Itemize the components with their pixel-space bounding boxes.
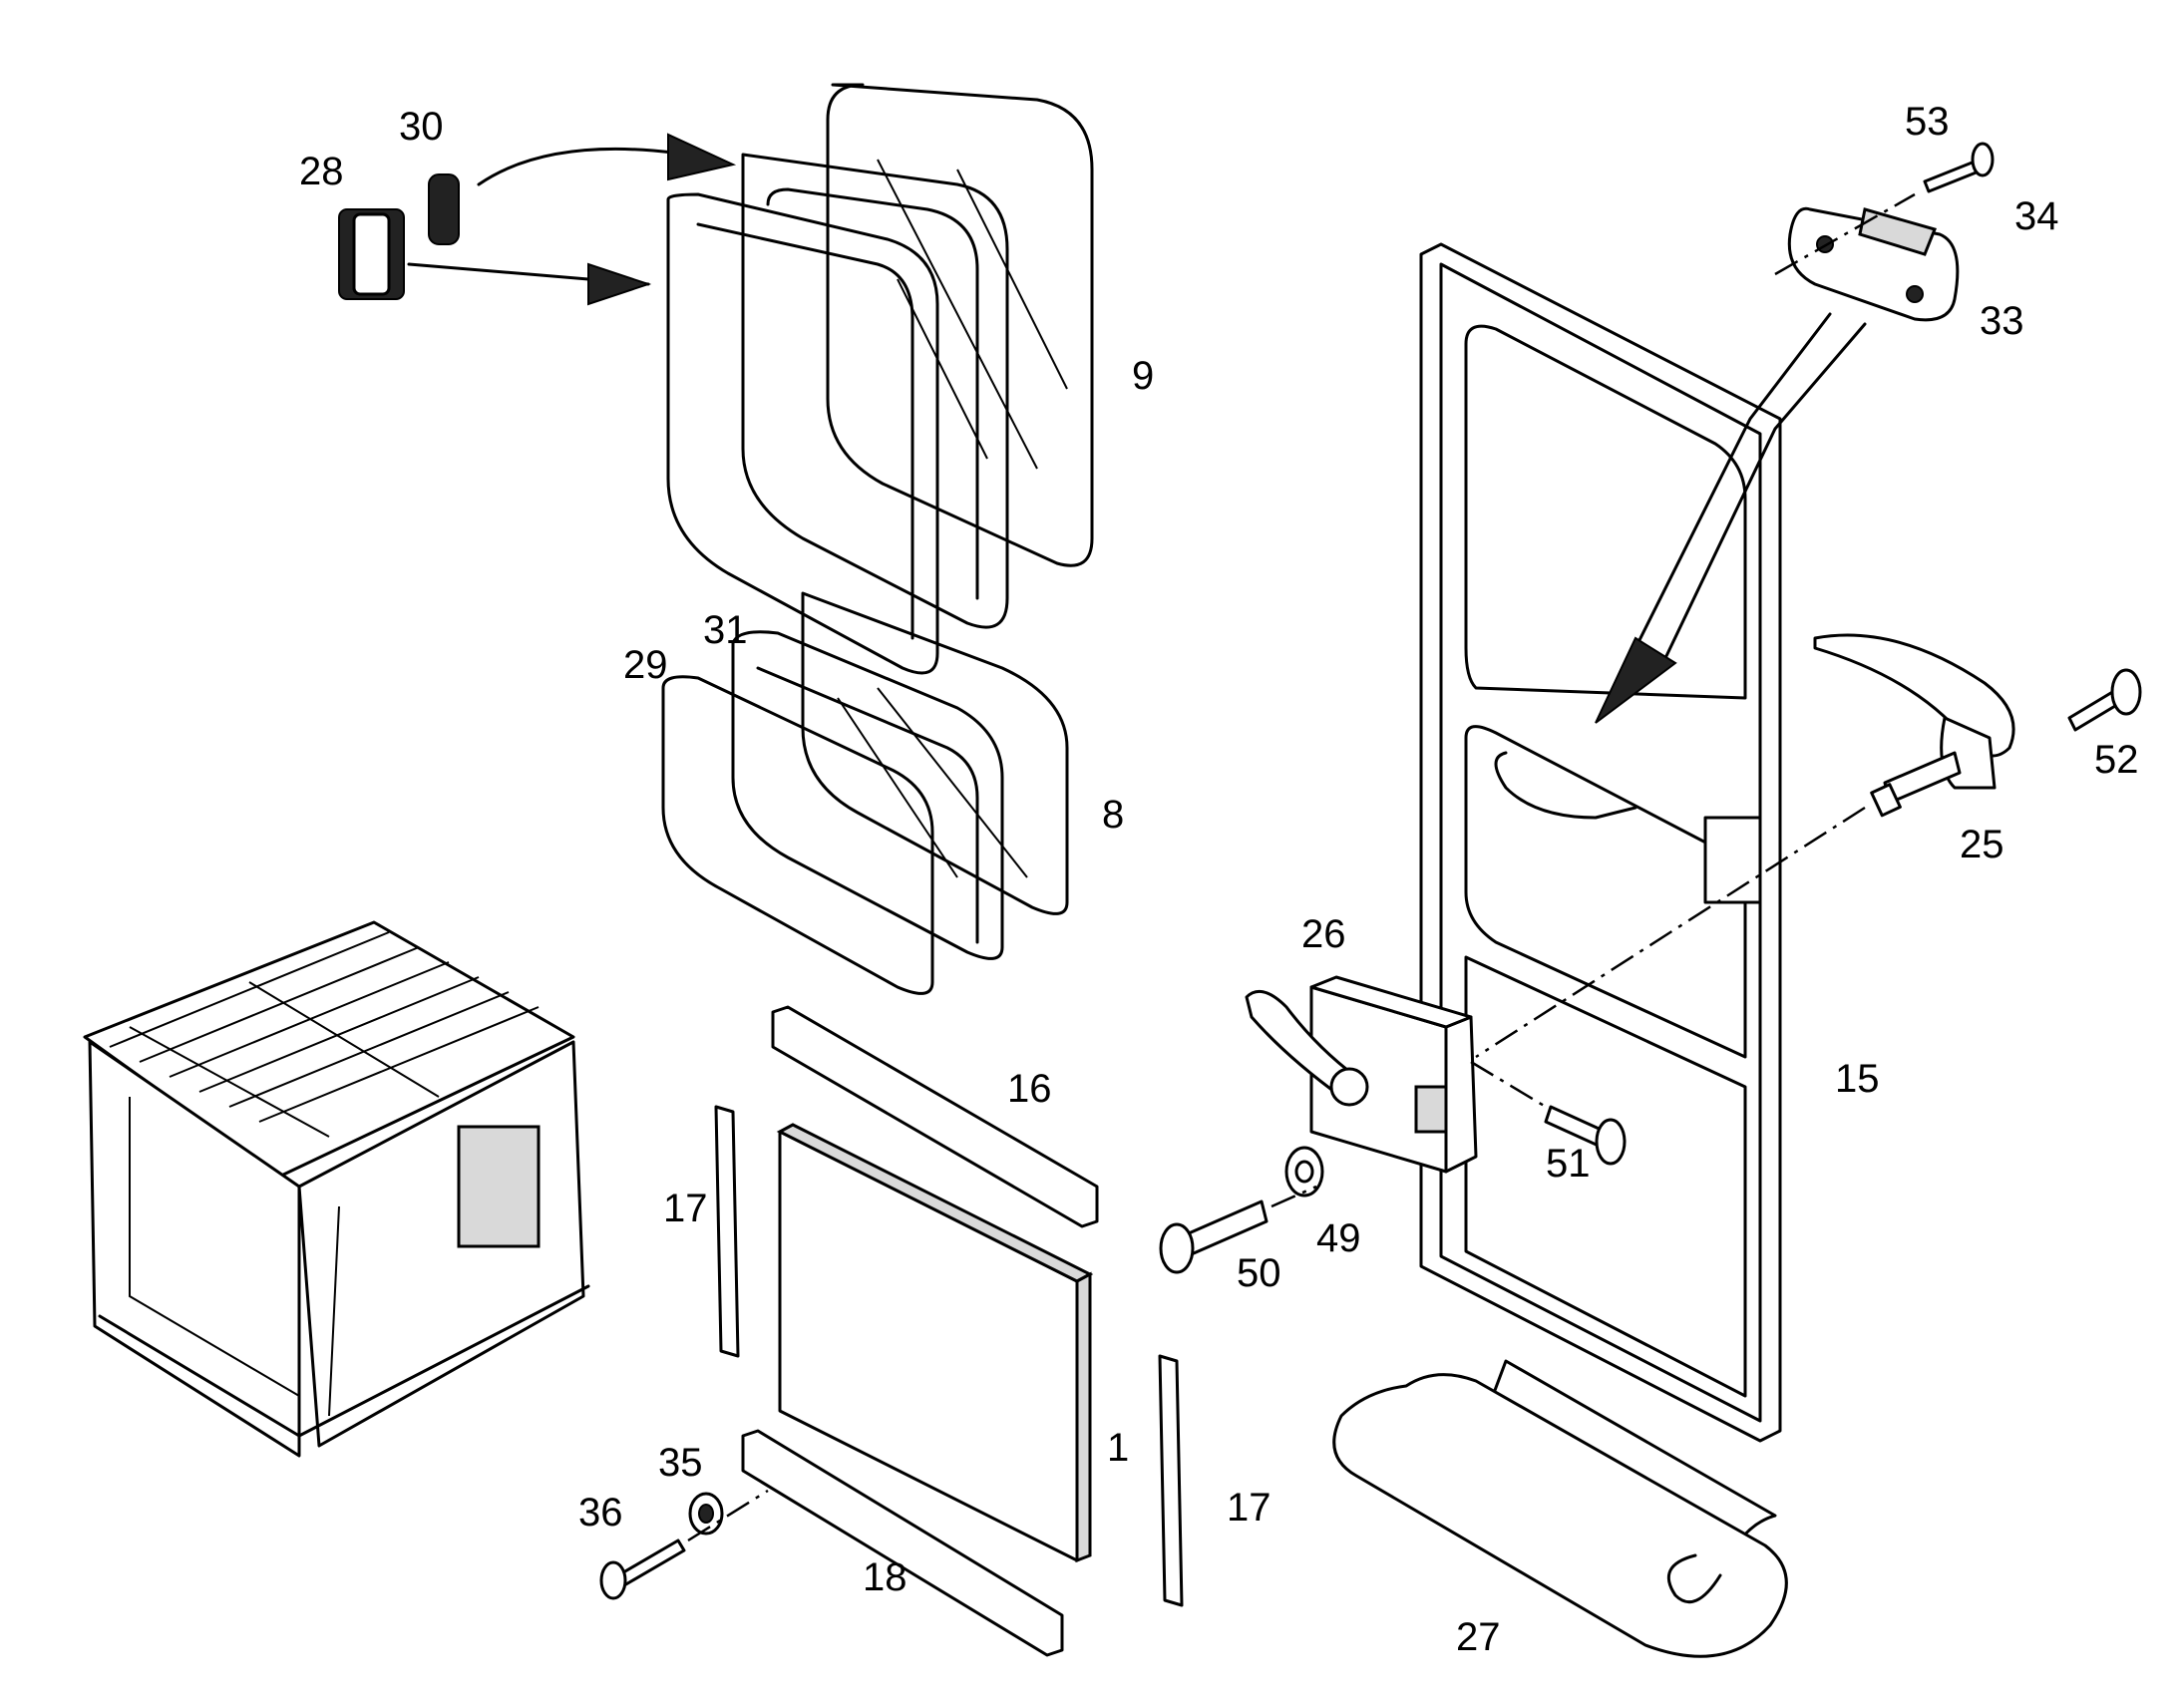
callout-p17b: 17	[1227, 1486, 1272, 1530]
screw-part-36	[599, 1489, 769, 1600]
callout-p9: 9	[1132, 354, 1154, 398]
screw-part-52	[2067, 668, 2142, 732]
callout-p51: 51	[1546, 1142, 1591, 1186]
callout-p50: 50	[1237, 1251, 1281, 1295]
callout-p1: 1	[1107, 1426, 1129, 1470]
callout-labels: 1891516171718252627282930313334353649505…	[299, 100, 2139, 1659]
upper-seal-frame-outer	[741, 153, 1009, 629]
callout-p28: 28	[299, 150, 344, 193]
lower-glass-pane-part-8	[801, 591, 1069, 915]
callout-p15: 15	[1835, 1057, 1880, 1101]
outer-handle-part-25	[1813, 633, 2015, 818]
callout-p53: 53	[1905, 100, 1950, 144]
lock-assembly-part-26	[1245, 975, 1478, 1174]
lower-seal-frame-inner-part-29	[661, 675, 934, 995]
seal-strip-part-30	[428, 133, 737, 245]
callout-p33: 33	[1980, 299, 2024, 343]
upper-strip-part-16	[771, 1005, 1099, 1228]
screw-part-51	[1470, 1060, 1627, 1166]
upper-glass-pane-part-9	[826, 83, 1094, 567]
callout-p27: 27	[1456, 1615, 1501, 1659]
callout-p34: 34	[2014, 194, 2059, 238]
cab-body	[83, 920, 590, 1458]
callout-p29: 29	[623, 643, 668, 687]
callout-p18: 18	[863, 1555, 908, 1599]
assembly-arrow	[1595, 312, 1867, 724]
lower-strip-part-18	[741, 1429, 1064, 1657]
callout-p36: 36	[578, 1491, 623, 1535]
callout-p52: 52	[2094, 738, 2139, 782]
screw-part-50	[1159, 1185, 1317, 1274]
side-strip-part-17-right	[1158, 1354, 1184, 1607]
callout-p17a: 17	[663, 1187, 708, 1230]
callout-p35: 35	[658, 1441, 703, 1485]
callout-p16: 16	[1007, 1067, 1052, 1111]
upper-seal-frame-inner	[666, 192, 939, 675]
callout-p49: 49	[1316, 1216, 1361, 1260]
screw-part-53	[1774, 142, 1995, 276]
callout-p25: 25	[1960, 823, 2004, 866]
lower-seal-frame-outer	[731, 630, 1004, 960]
seal-profile-part-28	[338, 208, 652, 306]
door-frame-part-15	[1419, 242, 1782, 1443]
callout-p26: 26	[1301, 912, 1346, 956]
washer-part-35	[688, 1492, 724, 1536]
washer-part-49	[1284, 1146, 1324, 1197]
panel-part-1	[776, 1123, 1094, 1563]
callout-p8: 8	[1102, 793, 1124, 837]
film-roll-part-27	[1332, 1359, 1788, 1658]
callout-p30: 30	[399, 105, 444, 149]
callout-p31: 31	[703, 608, 748, 652]
axis-line-handle	[1475, 806, 1866, 1059]
side-strip-part-17-left	[714, 1105, 740, 1358]
